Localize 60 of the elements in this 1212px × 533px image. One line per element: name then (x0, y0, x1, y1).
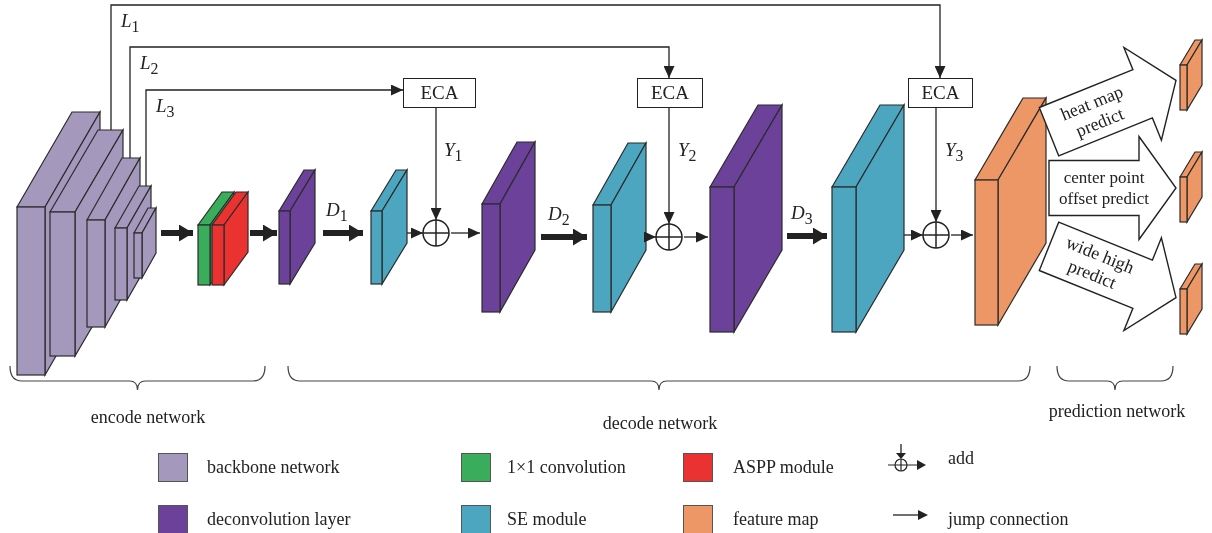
section-label: encode network (90, 408, 206, 428)
output-block (1179, 263, 1203, 335)
eca-box: ECA (908, 78, 973, 108)
deconvolution-block (709, 104, 783, 333)
eca-box: ECA (403, 78, 476, 108)
se-module-block (370, 169, 408, 285)
legend-label: deconvolution layer (207, 510, 351, 530)
arrow (903, 229, 924, 241)
edge-label: Y$_{2}$ (678, 140, 697, 165)
aspp-block (211, 191, 249, 286)
deconvolution-block (481, 141, 536, 313)
arrow (787, 227, 827, 245)
arrow (323, 224, 363, 242)
arrow (161, 224, 193, 242)
legend-label: SE module (507, 510, 587, 530)
deconvolution-block (278, 169, 316, 285)
edge-label: D$_{2}$ (548, 204, 570, 229)
arrow (450, 227, 481, 239)
block-arrow (1038, 221, 1177, 333)
output-block (1179, 39, 1203, 111)
section-label: prediction network (1048, 402, 1186, 422)
se-module-block (831, 104, 905, 333)
add-symbol (922, 221, 950, 249)
arrow (663, 107, 675, 225)
arrow (430, 107, 442, 221)
section-label: decode network (602, 414, 718, 434)
arrow (950, 229, 974, 241)
legend-label: jump connection (948, 510, 1069, 530)
backbone-block (133, 207, 157, 279)
edge-label: L$_{2}$ (140, 53, 159, 78)
legend-label: add (948, 449, 974, 469)
edge-label: L$_{1}$ (121, 11, 140, 36)
arrow (110, 4, 946, 131)
edge-label: wide high predict (1062, 231, 1138, 296)
add-symbol (422, 219, 450, 247)
edge-label: L$_{3}$ (156, 96, 175, 121)
block-arrow (1038, 45, 1177, 157)
arrow (541, 228, 587, 246)
arrow (129, 46, 675, 159)
arrow (644, 231, 657, 243)
eca-box: ECA (637, 78, 703, 108)
edge-label: D$_{1}$ (326, 200, 348, 225)
edge-label: Y$_{1}$ (444, 140, 463, 165)
legend-label: backbone network (207, 458, 340, 478)
legend-label: feature map (733, 510, 819, 530)
arrow (683, 231, 709, 243)
legend-label: ASPP module (733, 458, 834, 478)
feature-map-block (974, 97, 1047, 326)
legend-label: 1×1 convolution (507, 458, 626, 478)
edge-label: Y$_{3}$ (945, 140, 964, 165)
output-block (1179, 151, 1203, 223)
edge-label: D$_{3}$ (791, 203, 813, 228)
se-module-block (592, 142, 647, 313)
block-arrow (1048, 134, 1177, 242)
arrow (406, 227, 424, 239)
edge-label: center point offset predict (1058, 167, 1150, 210)
add-symbol (655, 223, 683, 251)
arrow (250, 224, 277, 242)
arrow (930, 107, 942, 223)
arrow (145, 84, 404, 187)
